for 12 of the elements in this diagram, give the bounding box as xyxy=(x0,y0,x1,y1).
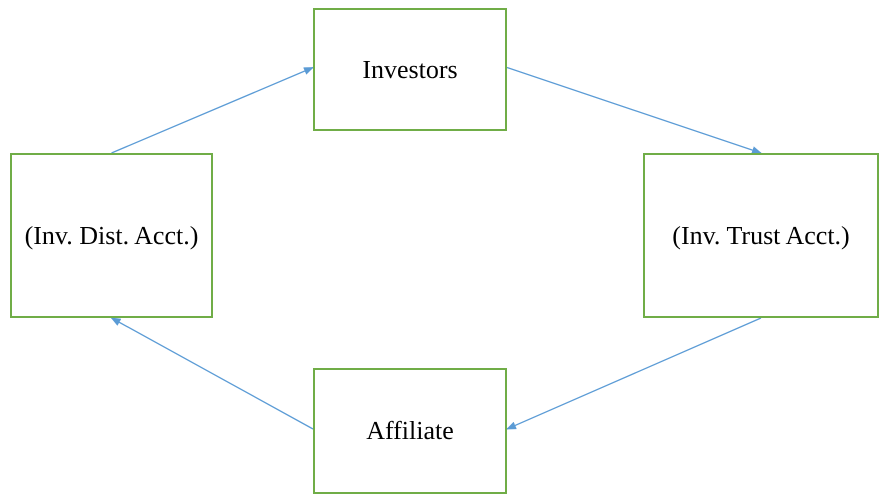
box-label: (Inv. Dist. Acct.) xyxy=(24,220,198,252)
process-box xyxy=(313,8,507,131)
box-label: Affiliate xyxy=(366,415,454,447)
arrow xyxy=(110,317,314,430)
arrow xyxy=(506,66,762,154)
process-box xyxy=(643,153,879,318)
process-box xyxy=(313,368,507,494)
box-label: Investors xyxy=(362,54,458,86)
process-box xyxy=(10,153,213,318)
box-label: (Inv. Trust Acct.) xyxy=(672,220,850,252)
arrow xyxy=(111,66,314,154)
arrow xyxy=(506,317,762,430)
